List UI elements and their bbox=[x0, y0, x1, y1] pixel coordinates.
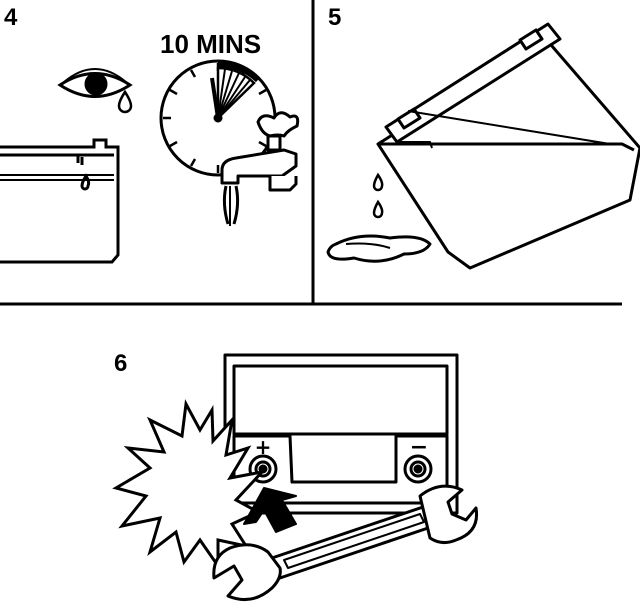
panel-4-number: 4 bbox=[4, 4, 18, 31]
positive-terminal-label: + bbox=[255, 435, 272, 459]
tear-drop-icon bbox=[119, 92, 131, 112]
water-tap-icon bbox=[222, 113, 298, 226]
negative-terminal-label: − bbox=[410, 435, 428, 460]
drip-icon bbox=[374, 175, 382, 217]
spill-puddle-icon bbox=[328, 236, 430, 261]
battery-front-icon bbox=[225, 355, 457, 513]
duration-caption: 10 MINS bbox=[160, 29, 262, 59]
panel-5-number: 5 bbox=[328, 4, 342, 31]
tilted-battery-icon bbox=[378, 24, 640, 268]
arrow-icon bbox=[244, 488, 296, 532]
eye-icon bbox=[60, 69, 130, 97]
panel-6-number: 6 bbox=[114, 350, 128, 377]
wrench-icon bbox=[214, 486, 477, 599]
battery-icon bbox=[0, 140, 118, 262]
clock-icon bbox=[161, 61, 275, 175]
starburst-spark-icon bbox=[116, 404, 262, 566]
